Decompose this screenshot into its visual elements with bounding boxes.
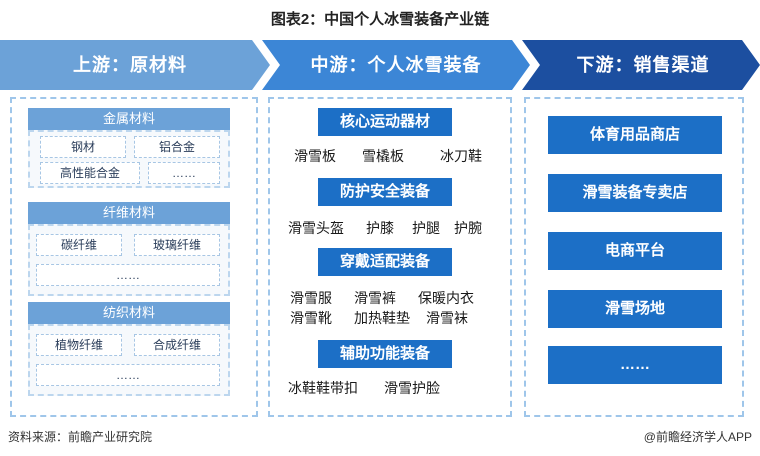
stage-upstream-label: 上游：原材料 — [73, 55, 187, 75]
channel-3: 电商平台 — [548, 232, 722, 270]
mid-protect-item-3: 护腿 — [412, 220, 440, 236]
chip-metal-1: 钢材 — [40, 136, 126, 158]
chip-fiber-3: …… — [36, 264, 220, 286]
mid-wear-item-3: 保暖内衣 — [418, 290, 474, 306]
chip-textile-3: …… — [36, 364, 220, 386]
chevron-upstream — [0, 40, 270, 90]
chevron-downstream — [522, 40, 760, 90]
mid-core-item-1: 滑雪板 — [294, 148, 336, 164]
stage-midstream-label: 中游：个人冰雪装备 — [310, 55, 482, 75]
channel-4: 滑雪场地 — [548, 290, 722, 328]
mid-protect-title: 防护安全装备 — [318, 178, 452, 206]
chip-fiber-2: 玻璃纤维 — [134, 234, 220, 256]
chip-fiber-1: 碳纤维 — [36, 234, 122, 256]
chip-textile-1: 植物纤维 — [36, 334, 122, 356]
channel-1: 体育用品商店 — [548, 116, 722, 154]
chip-metal-4: …… — [148, 162, 220, 184]
mid-aux-title: 辅助功能装备 — [318, 340, 452, 368]
stage-downstream-label: 下游：销售渠道 — [576, 55, 710, 75]
mid-wear-item-2: 滑雪裤 — [354, 290, 396, 306]
mid-wear-item-5: 加热鞋垫 — [354, 310, 410, 326]
mid-protect-item-2: 护膝 — [366, 220, 394, 236]
mid-aux-item-1: 冰鞋鞋带扣 — [288, 380, 358, 396]
chip-textile-2: 合成纤维 — [134, 334, 220, 356]
brand-note: @前瞻经济学人APP — [643, 430, 752, 444]
mid-wear-item-6: 滑雪袜 — [426, 310, 468, 326]
group-fiber-title: 纤维材料 — [28, 202, 230, 224]
mid-wear-title: 穿戴适配装备 — [318, 248, 452, 276]
group-textile-title: 纺织材料 — [28, 302, 230, 324]
source-note: 资料来源：前瞻产业研究院 — [8, 430, 153, 444]
mid-protect-item-4: 护腕 — [454, 220, 482, 236]
mid-wear-item-4: 滑雪靴 — [290, 310, 332, 326]
chip-metal-3: 高性能合金 — [40, 162, 140, 184]
mid-core-title: 核心运动器材 — [318, 108, 452, 136]
channel-2: 滑雪装备专卖店 — [548, 174, 722, 212]
chart-title: 图表2：中国个人冰雪装备产业链 — [270, 11, 490, 28]
chevron-midstream — [262, 40, 530, 90]
chip-metal-2: 铝合金 — [134, 136, 220, 158]
mid-core-item-3: 冰刀鞋 — [440, 148, 482, 164]
mid-protect-item-1: 滑雪头盔 — [288, 220, 344, 236]
stage-chevrons — [0, 40, 760, 90]
group-metal-title: 金属材料 — [28, 108, 230, 130]
mid-core-item-2: 雪橇板 — [362, 148, 404, 164]
channel-5: …… — [548, 346, 722, 384]
mid-aux-item-2: 滑雪护脸 — [384, 380, 440, 396]
mid-wear-item-1: 滑雪服 — [290, 290, 332, 306]
